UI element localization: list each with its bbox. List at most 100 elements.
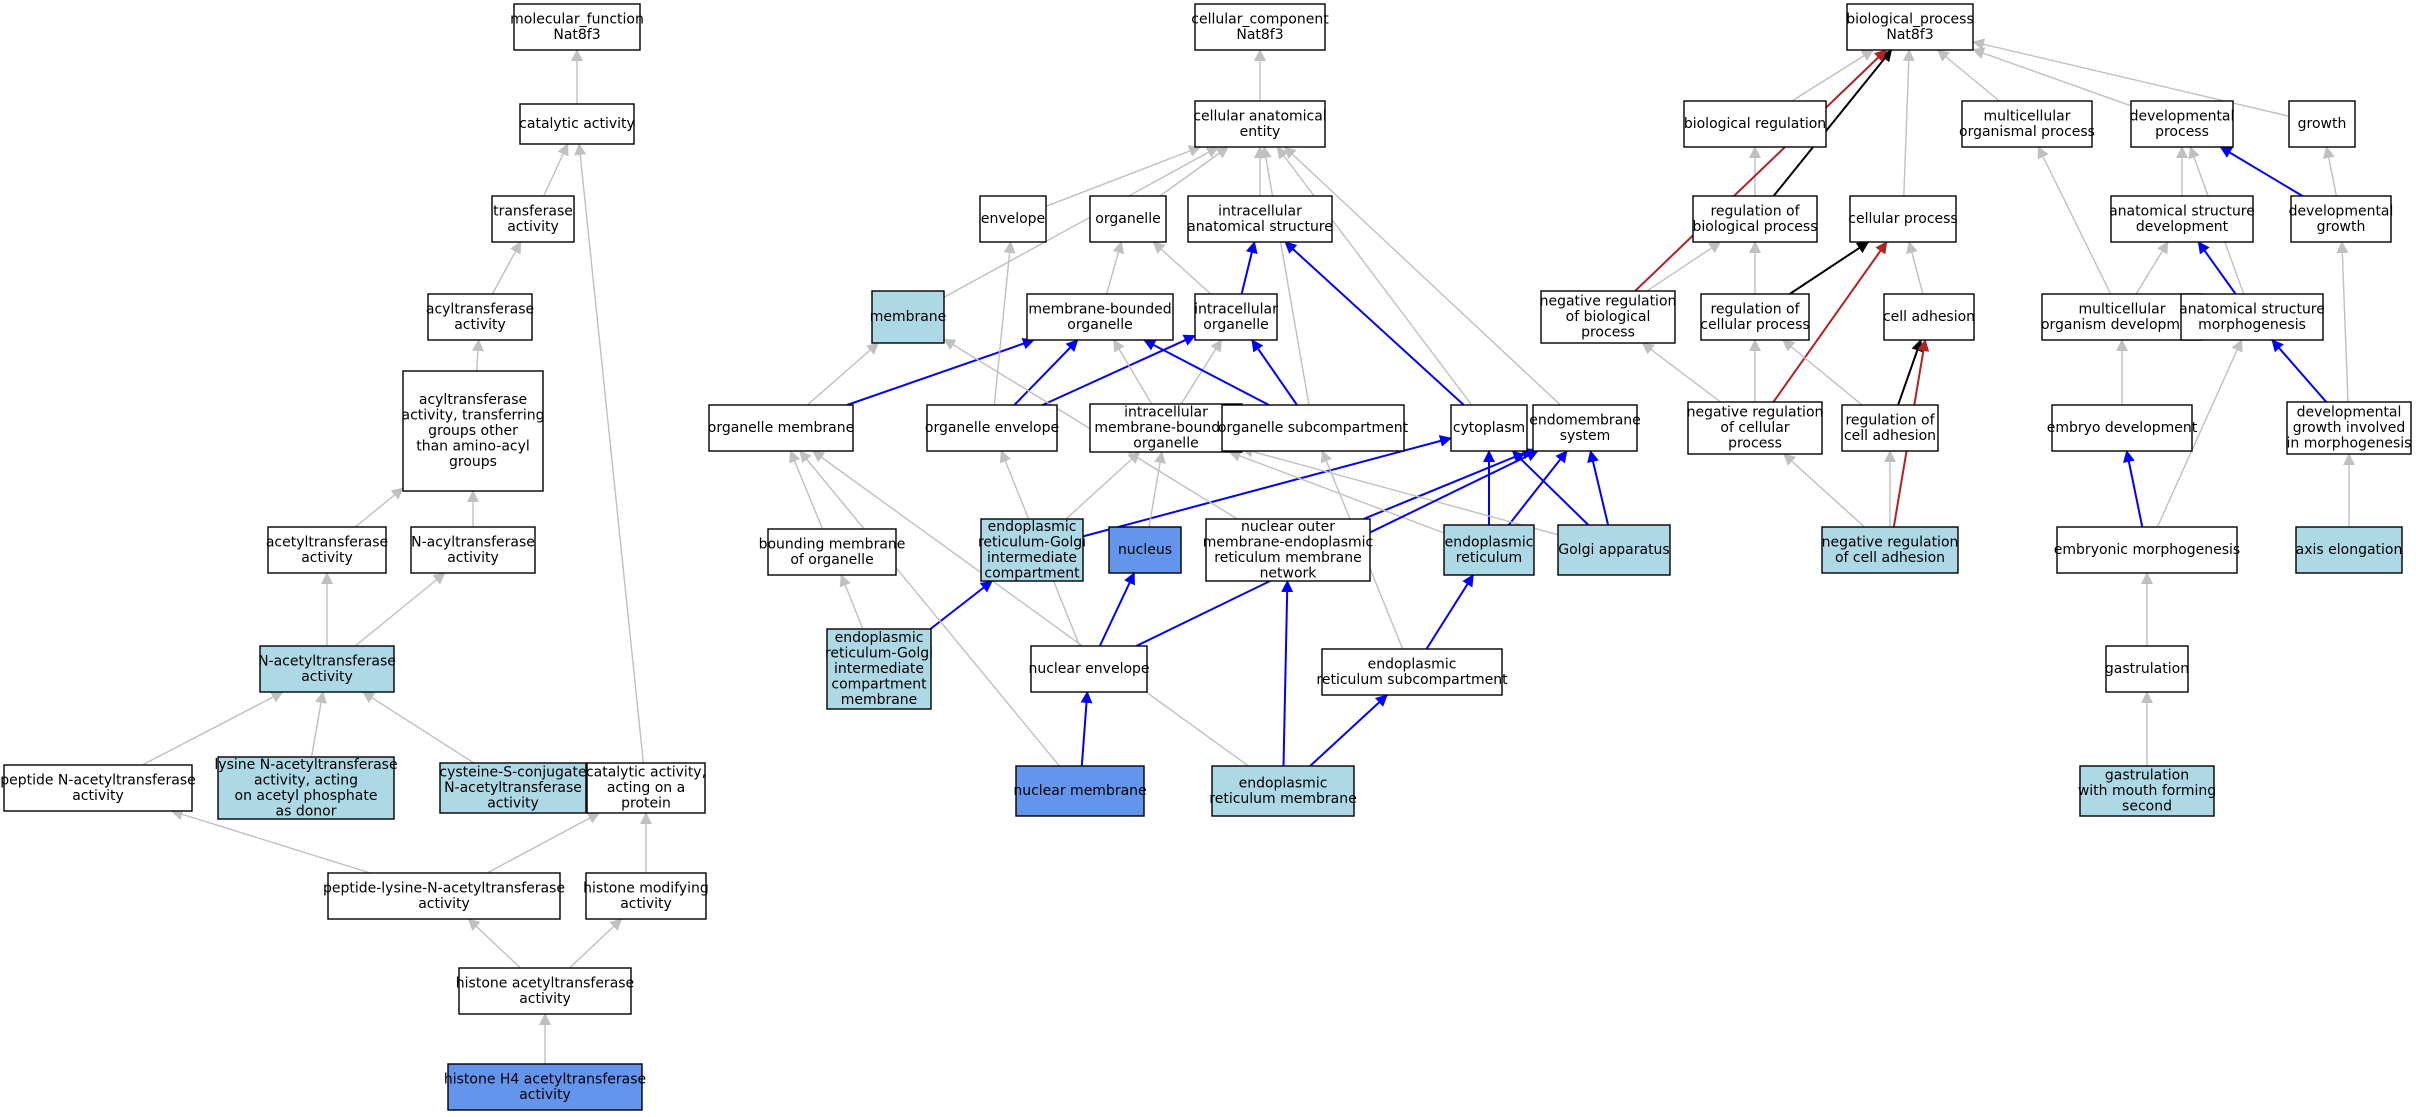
edge-organelle-subcompartment-to-membrane-bounded-organelle [1143, 339, 1270, 406]
edge-golgi-apparatus-to-intracellular-mb-organelle [1241, 445, 1559, 536]
term-label-line: membrane [841, 692, 918, 708]
term-label-line: in morphogenesis [2287, 436, 2412, 452]
edge-regulation-cell-adhesion-to-cell-adhesion [1897, 339, 1923, 406]
term-node-ergic[interactable]: endoplasmicreticulum-Golgiintermediateco… [978, 518, 1086, 582]
term-box [267, 526, 387, 574]
term-node-nuclear-envelope[interactable]: nuclear envelope [1028, 645, 1150, 693]
term-box [2105, 645, 2189, 693]
edge-organelle-subcompartment-to-intracellular-organelle [1251, 339, 1298, 406]
term-label-line: of cellular [1720, 420, 1789, 436]
edge-peptide-n-acetyltransferase-to-n-acetyltransferase-activity [141, 691, 284, 766]
term-node-cellular-process[interactable]: cellular process [1848, 195, 1958, 243]
term-label-line: entity [1240, 124, 1281, 140]
term-node-nuclear-membrane[interactable]: nuclear membrane [1013, 765, 1147, 817]
edge-membrane-bounded-organelle-to-organelle [1105, 241, 1125, 295]
term-node-embryo-development[interactable]: embryo development [2047, 404, 2198, 452]
term-node-ergic-membrane[interactable]: endoplasmicreticulum-Golgiintermediateco… [825, 628, 933, 710]
term-node-embryonic-morphogenesis[interactable]: embryonic morphogenesis [2054, 526, 2240, 574]
edge-catalytic-on-protein-to-catalytic-activity [574, 143, 645, 764]
term-node-gastrulation[interactable]: gastrulation [2105, 645, 2189, 693]
term-box [458, 967, 632, 1015]
term-node-peptide-lysine[interactable]: peptide-lysine-N-acetyltransferaseactivi… [323, 872, 565, 920]
term-label-line: cell adhesion [1883, 309, 1975, 325]
edge-anatomical-structure-morphogenesis-to-anatomical-structure-development [2197, 241, 2237, 295]
term-node-axis-elongation[interactable]: axis elongation [2295, 526, 2403, 574]
term-node-catalytic-activity[interactable]: catalytic activity [519, 103, 635, 145]
term-node-nuclear-outer-membrane[interactable]: nuclear outermembrane-endoplasmicreticul… [1203, 518, 1373, 582]
term-node-organelle-membrane[interactable]: organelle membrane [708, 404, 854, 452]
term-node-organelle[interactable]: organelle [1089, 195, 1167, 243]
term-box [217, 756, 395, 820]
term-node-nucleus[interactable]: nucleus [1108, 526, 1182, 574]
term-label-line: nuclear envelope [1028, 661, 1149, 677]
term-label-line: axis elongation [2296, 542, 2403, 558]
edge-acyltransferase-activity-to-transferase-activity [491, 241, 522, 295]
term-node-organelle-subcompartment[interactable]: organelle subcompartment [1218, 404, 1409, 452]
term-label-line: embryo development [2047, 420, 2198, 436]
term-box [1821, 526, 1959, 574]
term-node-membrane[interactable]: membrane [870, 290, 947, 344]
term-node-envelope[interactable]: envelope [979, 195, 1047, 243]
term-node-cell-adhesion[interactable]: cell adhesion [1883, 293, 1975, 341]
term-box [1846, 3, 1974, 51]
term-node-organelle-envelope[interactable]: organelle envelope [925, 404, 1059, 452]
term-label-line: intracellular [1218, 203, 1302, 219]
term-label-line: embryonic morphogenesis [2054, 542, 2240, 558]
term-node-golgi-apparatus[interactable]: Golgi apparatus [1557, 524, 1671, 576]
term-label-line: N-acetyltransferase [258, 653, 396, 669]
term-label-line: acting on a [607, 780, 685, 796]
edge-bounding-membrane-to-organelle-membrane [789, 450, 824, 530]
term-box [1443, 524, 1535, 576]
term-node-biological-regulation[interactable]: biological regulation [1683, 100, 1827, 148]
term-node-growth[interactable]: growth [2288, 100, 2356, 148]
edge-ergic-to-intracellular-mb-organelle [1065, 451, 1141, 520]
term-label-line: as donor [276, 803, 337, 819]
term-node-cysteine-conjugate[interactable]: cysteine-S-conjugateN-acetyltransferasea… [439, 762, 587, 814]
term-label-line: acyltransferase [426, 301, 534, 317]
term-box [1205, 518, 1371, 582]
term-label-line: endoplasmic [1445, 534, 1534, 550]
term-label-line: of biological [1566, 309, 1651, 325]
term-node-cytoplasm[interactable]: cytoplasm [1450, 404, 1528, 452]
term-label-line: reticulum membrane [1209, 791, 1356, 807]
